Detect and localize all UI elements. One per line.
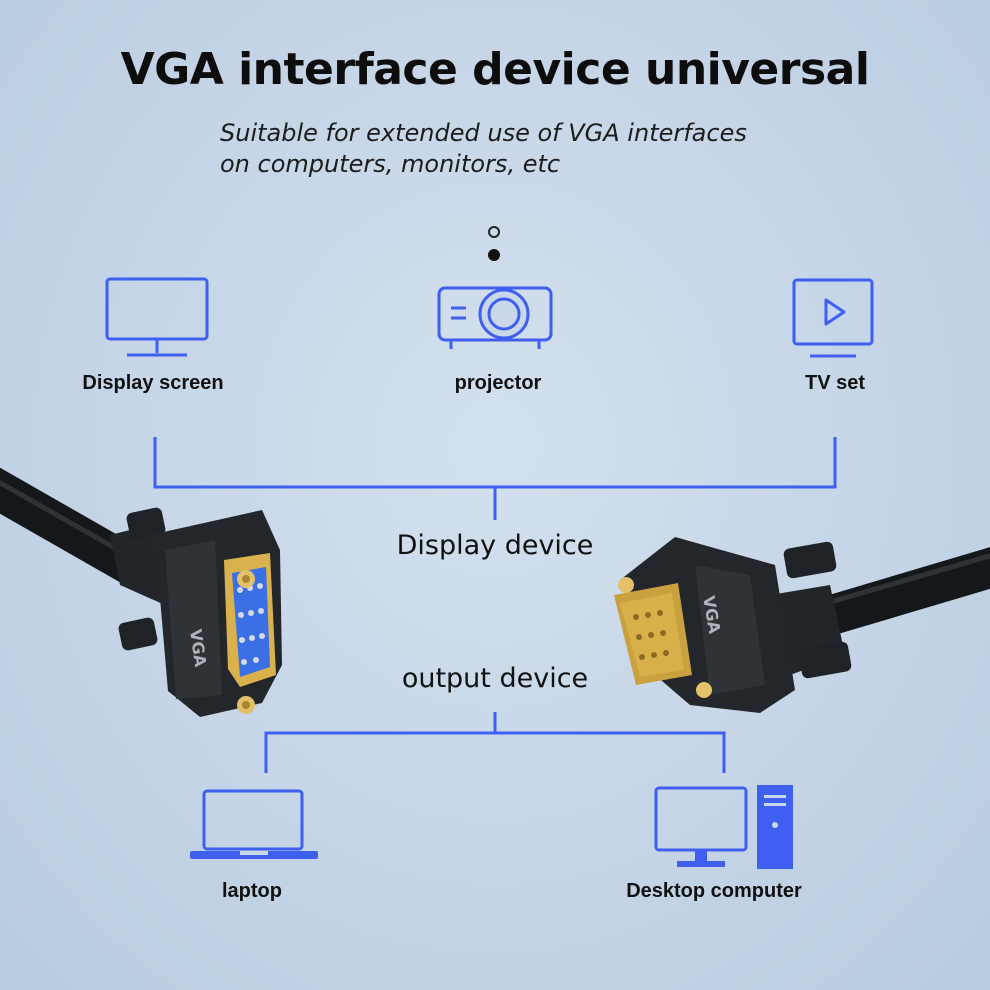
page-subtitle: Suitable for extended use of VGA interfa… xyxy=(220,118,747,180)
monitor-icon xyxy=(105,277,209,357)
vga-male-connector: VGA xyxy=(614,537,990,713)
page-title: VGA interface device universal xyxy=(120,44,870,95)
display-device-section-label: Display device xyxy=(396,530,594,561)
desktop-computer-icon xyxy=(654,785,793,869)
projector-icon xyxy=(437,226,553,349)
subtitle-line-1: Suitable for extended use of VGA interfa… xyxy=(220,119,747,147)
laptop-icon xyxy=(190,789,318,859)
desktop-computer-label: Desktop computer xyxy=(626,880,802,902)
tv-set-label: TV set xyxy=(804,372,866,394)
vga-female-connector: VGA xyxy=(0,467,282,717)
laptop-label: laptop xyxy=(222,880,282,902)
display-screen-label: Display screen xyxy=(82,372,224,394)
tv-play-icon xyxy=(792,278,874,358)
output-bracket-line xyxy=(264,731,726,773)
subtitle-line-2: on computers, monitors, etc xyxy=(220,150,561,178)
projector-label: projector xyxy=(454,372,542,394)
output-device-section-label: output device xyxy=(401,663,589,694)
